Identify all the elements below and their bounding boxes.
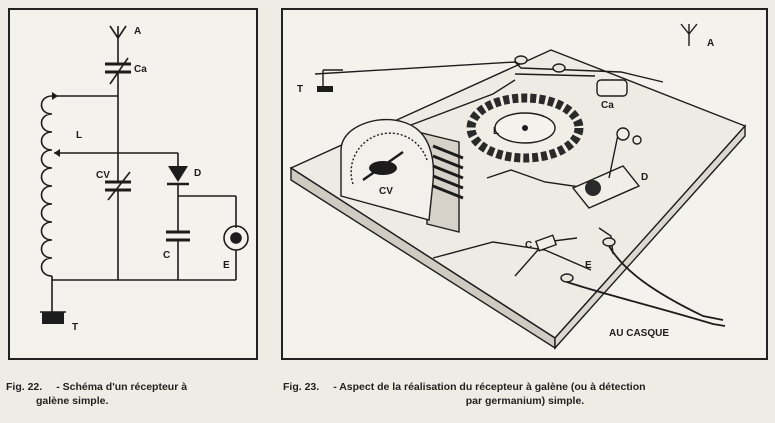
- detector: [571, 127, 642, 209]
- coil-label: L: [493, 126, 499, 137]
- diode-label: D: [641, 172, 648, 183]
- antenna-icon: [680, 23, 698, 46]
- figure-23-number: Fig. 23.: [283, 381, 320, 393]
- schematic-drawing: A Ca L CV D: [40, 25, 249, 333]
- antenna-label: A: [134, 26, 141, 37]
- diode-symbol: [167, 166, 189, 186]
- antenna-symbol: [109, 25, 127, 52]
- figure-22-caption-line2: galène simple.: [36, 395, 109, 407]
- ca-component: [596, 79, 628, 97]
- schematic-figure: A Ca L CV D: [8, 8, 258, 360]
- ca-label: Ca: [601, 100, 614, 111]
- spider-coil: [466, 93, 584, 163]
- earphone-label: E: [223, 260, 230, 271]
- figure-23-caption-line2: par germanium) simple.: [465, 395, 585, 407]
- ground-label: T: [297, 84, 303, 95]
- ca-capacitor-symbol: [105, 52, 131, 96]
- coil-label: L: [76, 130, 82, 141]
- figure-22-caption-line1: - Schéma d'un récepteur à: [56, 381, 188, 393]
- ground-label: T: [72, 322, 78, 333]
- c-label: C: [525, 240, 532, 251]
- c-capacitor: [534, 234, 558, 252]
- ground-symbol: [40, 311, 66, 324]
- earphone-symbol: [223, 225, 249, 251]
- figure-23-caption: Fig. 23. - Aspect de la réalisation du ré…: [283, 380, 767, 408]
- terminal-screws: [514, 55, 616, 283]
- figure-23-caption-line1: - Aspect de la réalisation du récepteur …: [333, 381, 646, 393]
- coil-symbol: [40, 95, 53, 277]
- variable-capacitor: [340, 118, 464, 233]
- ground-icon: [317, 86, 333, 92]
- figure-22-number: Fig. 22.: [6, 381, 43, 393]
- cv-label: CV: [379, 186, 393, 197]
- assembly-drawing: T A Ca L: [289, 23, 747, 350]
- assembly-figure: T A Ca L: [281, 8, 768, 360]
- cv-label: CV: [96, 170, 110, 181]
- antenna-label: A: [707, 38, 714, 49]
- figure-22-caption: Fig. 22. - Schéma d'un récepteur à galène…: [6, 380, 268, 408]
- headphone-label: AU CASQUE: [609, 328, 669, 339]
- ca-label: Ca: [134, 64, 147, 75]
- c-label: C: [163, 250, 170, 261]
- earphone-label: E: [585, 260, 592, 271]
- c-capacitor-symbol: [166, 230, 190, 242]
- diode-label: D: [194, 168, 201, 179]
